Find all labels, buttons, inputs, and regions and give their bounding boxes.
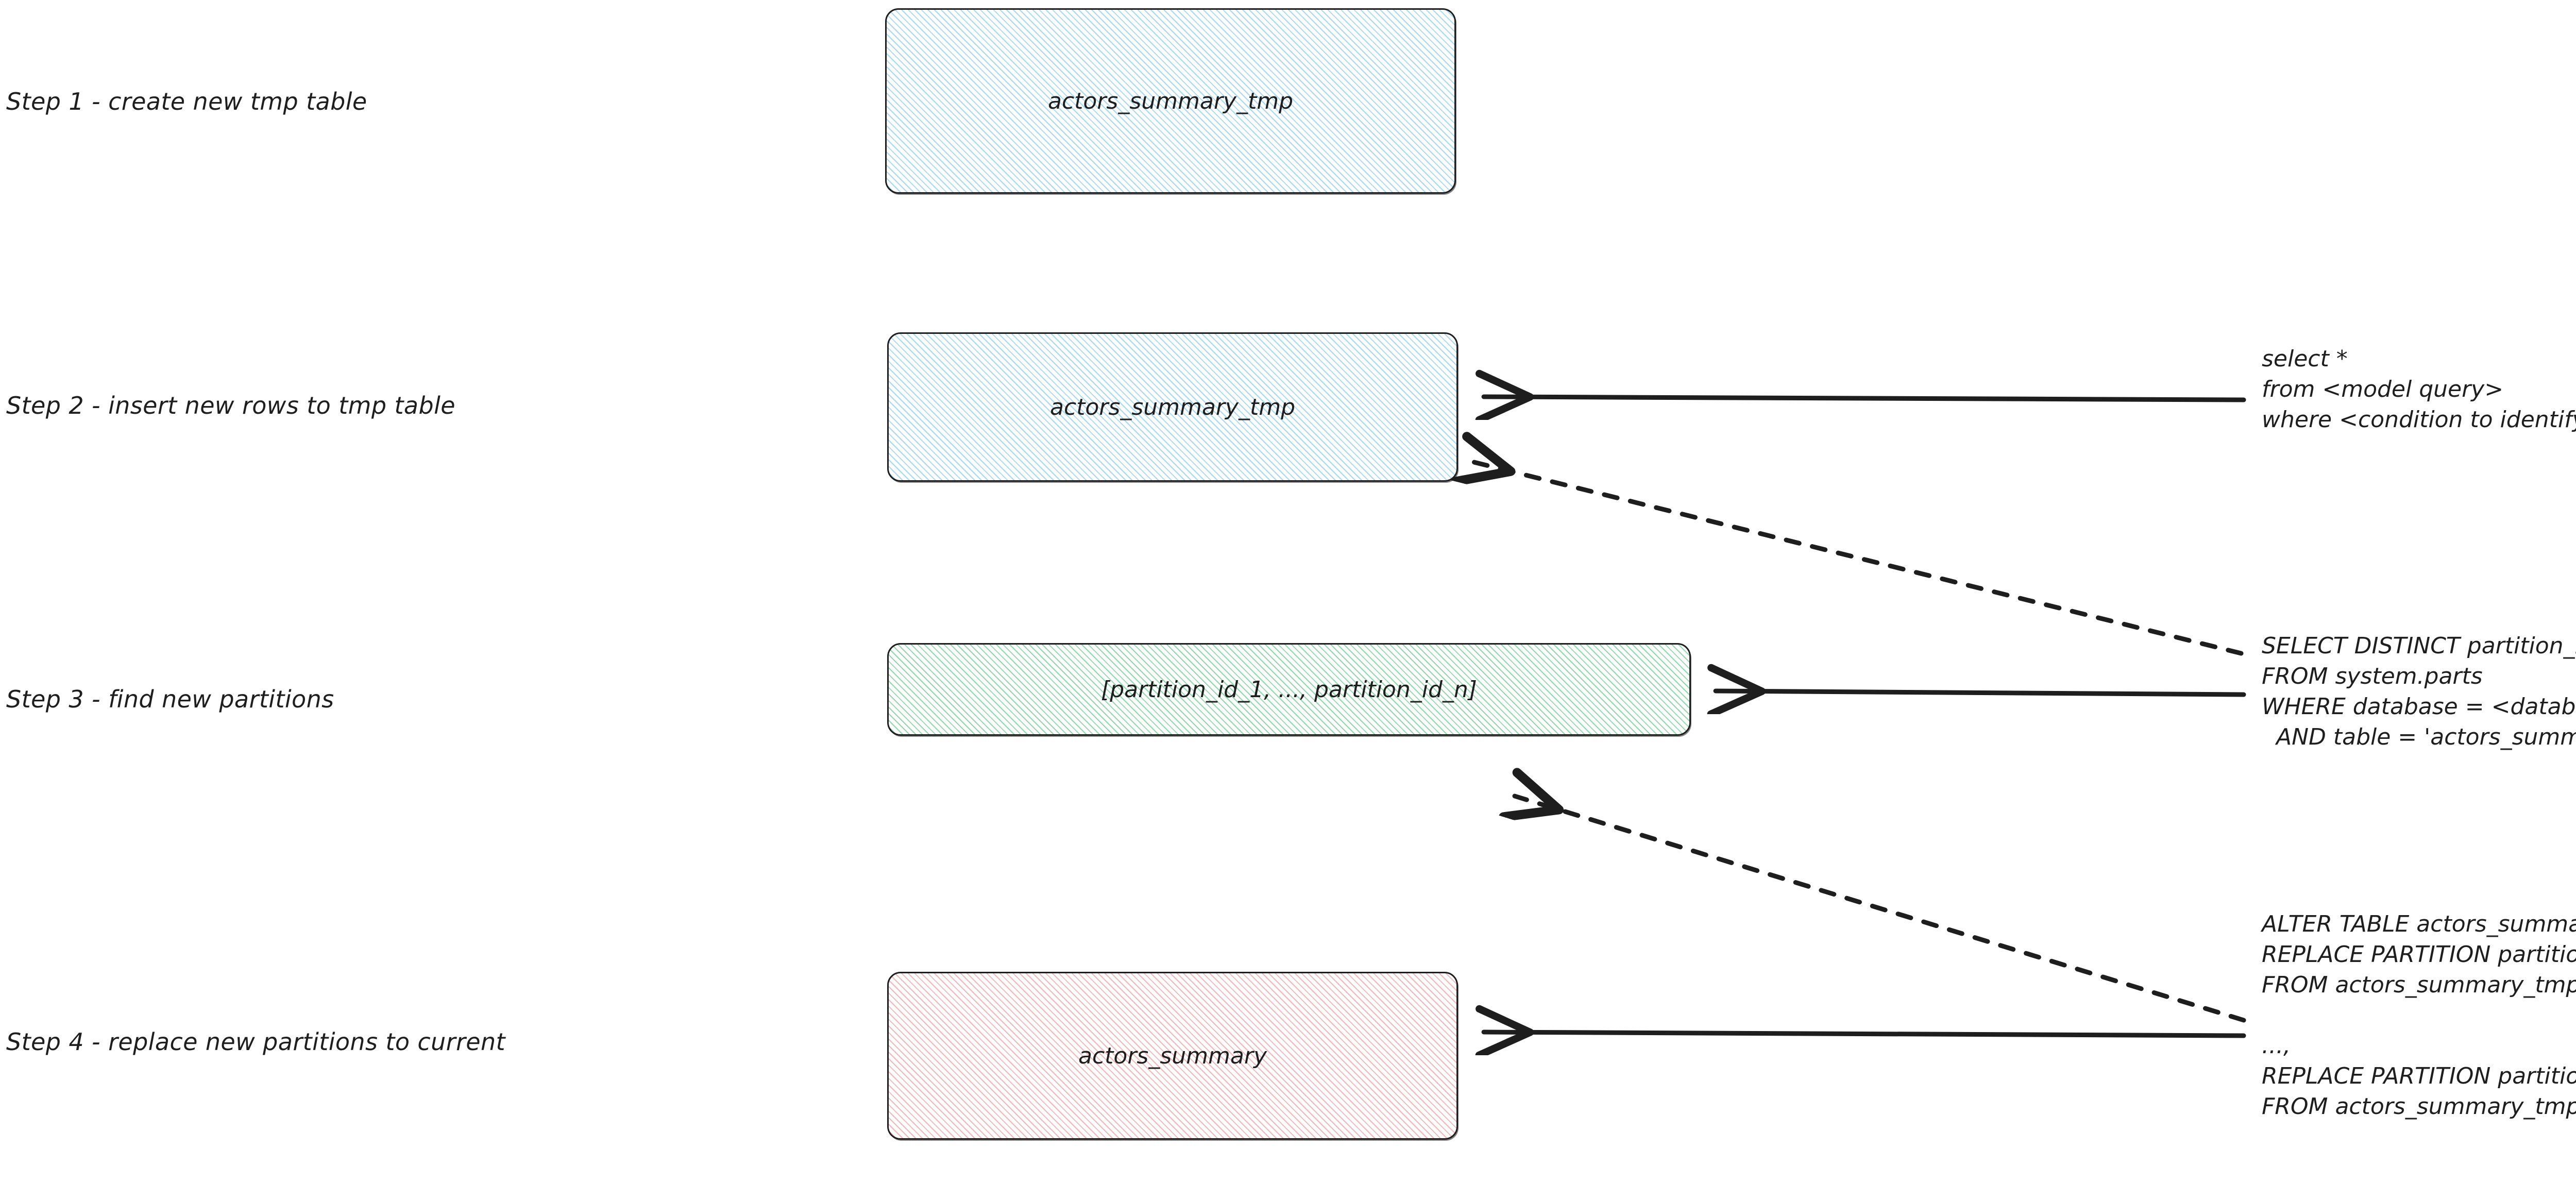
- node-partitions-list[interactable]: [partition_id_1, ..., partition_id_n]: [887, 643, 1691, 736]
- step-4-label: Step 4 - replace new partitions to curre…: [6, 1028, 505, 1056]
- arrow-replace-query-to-table: [1484, 1032, 2246, 1036]
- arrow-replace-query-to-list: [1515, 796, 2246, 1023]
- sql-replace-partitions-query: ALTER TABLE actors_summary REPLACE PARTI…: [2262, 911, 2576, 1120]
- step-1-label: Step 1 - create new tmp table: [6, 88, 367, 115]
- arrow-insert-to-tmp: [1484, 397, 2246, 400]
- node-actors-summary-tmp-step1[interactable]: actors_summary_tmp: [885, 8, 1456, 194]
- arrow-partitions-query-to-tmp: [1466, 460, 2244, 656]
- node-label: actors_summary: [1078, 1042, 1267, 1069]
- node-label: [partition_id_1, ..., partition_id_n]: [1101, 676, 1477, 703]
- node-label: actors_summary_tmp: [1049, 394, 1295, 420]
- arrow-partitions-query-to-list: [1716, 691, 2246, 695]
- node-label: actors_summary_tmp: [1047, 88, 1293, 114]
- node-actors-summary-tmp-step2[interactable]: actors_summary_tmp: [887, 332, 1458, 482]
- step-2-label: Step 2 - insert new rows to tmp table: [6, 392, 455, 419]
- sql-insert-query: select * from <model query> where <condi…: [2262, 346, 2576, 433]
- sql-find-partitions-query: SELECT DISTINCT partition_id FROM system…: [2262, 633, 2576, 750]
- node-actors-summary[interactable]: actors_summary: [887, 972, 1458, 1140]
- step-3-label: Step 3 - find new partitions: [6, 685, 334, 713]
